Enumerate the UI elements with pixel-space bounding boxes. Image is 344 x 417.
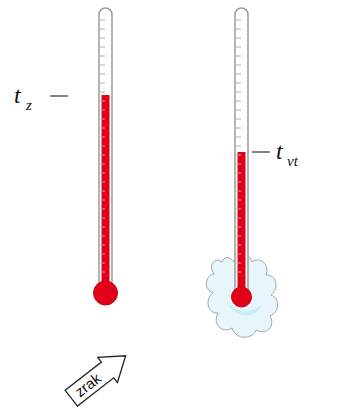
right-thermometer bbox=[232, 8, 252, 307]
scale-tick bbox=[236, 218, 241, 219]
scale-tick bbox=[100, 92, 105, 93]
scale-tick bbox=[236, 74, 241, 75]
scale-tick bbox=[236, 191, 241, 192]
scale-tick bbox=[100, 164, 105, 165]
scale-tick bbox=[236, 56, 241, 57]
scale-tick bbox=[236, 164, 241, 165]
temperature-subscript: vt bbox=[287, 154, 298, 169]
scale-tick bbox=[100, 110, 105, 111]
scale-tick bbox=[236, 272, 241, 273]
scale-tick bbox=[100, 173, 105, 174]
temperature-symbol: t bbox=[276, 139, 283, 163]
scale-tick bbox=[100, 200, 105, 201]
scale-tick bbox=[236, 263, 241, 264]
scale-tick bbox=[100, 236, 105, 237]
scale-tick bbox=[100, 47, 105, 48]
scale-tick bbox=[236, 137, 241, 138]
scale-tick bbox=[236, 236, 241, 237]
scale-tick bbox=[100, 56, 105, 57]
scale-tick bbox=[100, 128, 105, 129]
scale-tick bbox=[100, 20, 105, 21]
scale-tick bbox=[100, 191, 105, 192]
scale-tick bbox=[236, 173, 241, 174]
scale-tick bbox=[100, 65, 105, 66]
scale-tick bbox=[100, 119, 105, 120]
scale-tick bbox=[100, 155, 105, 156]
air-flow-arrow: zrak bbox=[60, 342, 137, 413]
scale-tick bbox=[236, 20, 241, 21]
scale-tick bbox=[236, 128, 241, 129]
scale-tick bbox=[236, 83, 241, 84]
scale-tick bbox=[236, 209, 241, 210]
scale-tick bbox=[236, 155, 241, 156]
temperature-subscript: z bbox=[26, 98, 32, 113]
scale-tick bbox=[100, 209, 105, 210]
scale-tick bbox=[100, 263, 105, 264]
scale-tick bbox=[100, 146, 105, 147]
leader-line bbox=[50, 95, 68, 96]
scale-tick bbox=[100, 272, 105, 273]
left-thermometer bbox=[94, 8, 118, 305]
scale-tick bbox=[236, 119, 241, 120]
scale-tick bbox=[100, 137, 105, 138]
scale-tick bbox=[236, 47, 241, 48]
scale-tick bbox=[236, 92, 241, 93]
scale-tick bbox=[100, 245, 105, 246]
scale-tick bbox=[236, 182, 241, 183]
scale-tick bbox=[100, 254, 105, 255]
scale-tick bbox=[236, 254, 241, 255]
arrow-shape bbox=[61, 343, 135, 411]
scale-tick bbox=[100, 218, 105, 219]
scale-tick bbox=[100, 38, 105, 39]
scale-tick bbox=[100, 227, 105, 228]
scale-tick bbox=[100, 101, 105, 102]
leader-line bbox=[252, 151, 270, 152]
scale-tick bbox=[236, 245, 241, 246]
scale-tick bbox=[100, 83, 105, 84]
temperature-symbol: t bbox=[14, 83, 21, 107]
scale-tick bbox=[236, 110, 241, 111]
scale-tick bbox=[236, 65, 241, 66]
scale-tick bbox=[236, 227, 241, 228]
scale-tick bbox=[236, 200, 241, 201]
scale-tick bbox=[100, 29, 105, 30]
scale-tick bbox=[236, 29, 241, 30]
scale-tick bbox=[236, 38, 241, 39]
scale-tick bbox=[100, 182, 105, 183]
scale-tick bbox=[100, 74, 105, 75]
scale-tick bbox=[236, 146, 241, 147]
scale-tick bbox=[236, 101, 241, 102]
